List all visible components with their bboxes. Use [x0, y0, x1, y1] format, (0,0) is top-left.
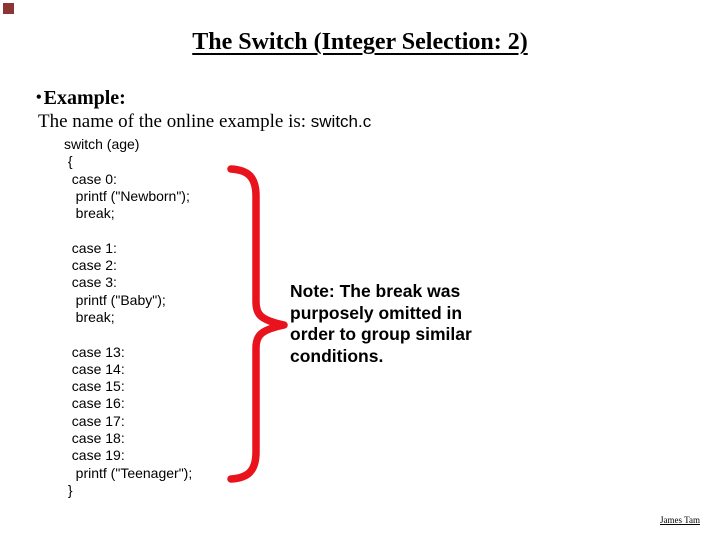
curly-brace-path — [227, 165, 288, 483]
note-line: conditions. — [290, 345, 384, 366]
code-block: switch (age) { case 0: printf ("Newborn"… — [64, 136, 193, 498]
example-bullet-line: •Example: — [36, 87, 126, 110]
bullet-icon: • — [36, 89, 42, 106]
example-filename: switch.c — [310, 112, 372, 131]
corner-square-shape — [3, 3, 14, 14]
author-signature: James Tam — [660, 515, 700, 525]
example-label: Example: — [43, 87, 126, 109]
slide-title-text: The Switch (Integer Selection: 2) — [192, 29, 528, 55]
note-line: order to group similar — [290, 324, 472, 344]
note-line: Note: The break was — [290, 281, 461, 301]
corner-square-icon — [3, 3, 14, 14]
slide-title: The Switch (Integer Selection: 2) — [0, 29, 720, 56]
curly-brace-icon — [227, 165, 288, 483]
note-text: Note: The break was purposely omitted in… — [290, 281, 472, 367]
example-sentence: The name of the online example is: switc… — [38, 111, 371, 133]
example-sentence-text: The name of the online example is: — [38, 111, 311, 132]
note-line: purposely omitted in — [290, 302, 463, 323]
